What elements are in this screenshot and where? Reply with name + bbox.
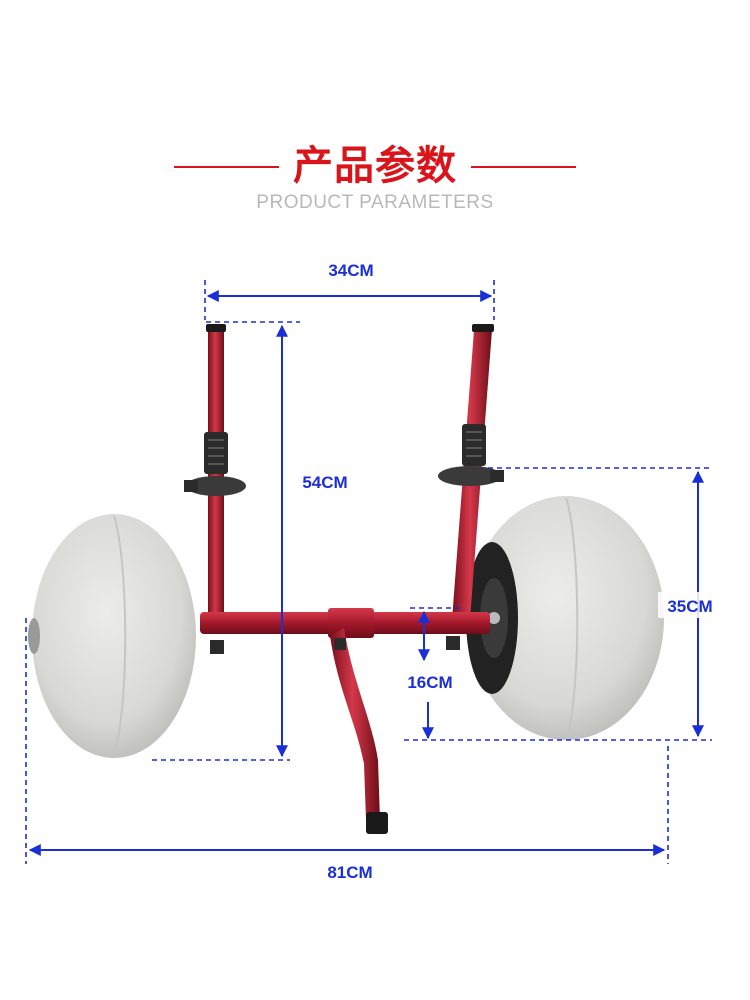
title-rule-left bbox=[174, 166, 279, 168]
dim-label-upright-height: 54CM bbox=[302, 473, 347, 492]
dim-label-ground-clearance: 16CM bbox=[407, 673, 452, 692]
right-bunk-support bbox=[438, 424, 504, 486]
dimension-arrows bbox=[28, 290, 704, 856]
section-title: 产品参数 bbox=[293, 143, 457, 189]
left-bunk-support bbox=[184, 432, 246, 496]
dim-label-wheel-diameter: 35CM bbox=[667, 597, 712, 616]
title-rule-right bbox=[471, 166, 576, 168]
axle-knobs bbox=[210, 636, 460, 654]
dimension-guides bbox=[25, 280, 712, 864]
dim-label-overall-width: 81CM bbox=[327, 863, 372, 882]
right-wheel bbox=[466, 496, 664, 741]
left-wheel bbox=[28, 514, 196, 758]
section-subtitle: PRODUCT PARAMETERS bbox=[256, 192, 494, 213]
dim-label-upright-spacing: 34CM bbox=[328, 261, 373, 280]
cart-frame bbox=[200, 324, 494, 834]
